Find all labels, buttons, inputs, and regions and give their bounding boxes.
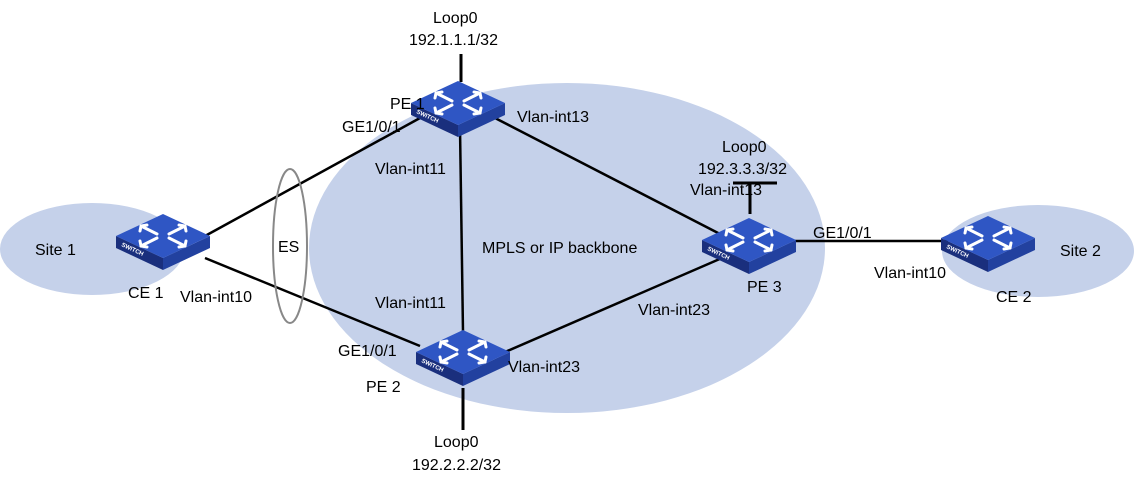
pe1-loopback-name: Loop0: [433, 10, 478, 27]
pe3-label: PE 3: [747, 279, 782, 296]
ce1-label: CE 1: [128, 285, 164, 302]
site1-label: Site 1: [35, 242, 76, 259]
ce2-label: CE 2: [996, 289, 1032, 306]
pe1-vlan13-label: Vlan-int13: [517, 109, 589, 126]
pe3-vlan23-label: Vlan-int23: [638, 302, 710, 319]
pe2-loopback-ip: 192.2.2.2/32: [412, 457, 501, 474]
pe1-label: PE 1: [390, 96, 425, 113]
ce1-vlan10-label: Vlan-int10: [180, 289, 252, 306]
pe2-loopback-name: Loop0: [434, 434, 479, 451]
link-pe1-pe3: [494, 116, 721, 236]
ce2-vlan10-label: Vlan-int10: [874, 265, 946, 282]
pe2-vlan11-label: Vlan-int11: [375, 295, 446, 312]
backbone-label: MPLS or IP backbone: [482, 240, 637, 257]
site2-label: Site 2: [1060, 243, 1101, 260]
pe2-vlan23-label: Vlan-int23: [508, 359, 580, 376]
es-ring: [272, 168, 308, 324]
pe1-loopback-ip: 192.1.1.1/32: [409, 32, 498, 49]
pe1-ge-label: GE1/0/1: [342, 119, 401, 136]
es-label: ES: [278, 239, 299, 256]
pe3-loopback-name: Loop0: [722, 139, 767, 156]
pe3-ge-label: GE1/0/1: [813, 225, 872, 242]
pe1-vlan11-label: Vlan-int11: [375, 161, 446, 178]
pe2-label: PE 2: [366, 379, 401, 396]
backbone-cloud: [309, 83, 825, 413]
link-pe1-pe2: [458, 127, 465, 333]
link-ce1-pe1: [204, 116, 421, 238]
pe3-loopback-ip: 192.3.3.3/32: [698, 161, 787, 178]
pe2-ge-label: GE1/0/1: [338, 343, 397, 360]
link-ce1-pe2: [204, 256, 421, 348]
pe3-vlan13-label: Vlan-int13: [690, 182, 762, 199]
link-pe2-pe3: [504, 256, 723, 354]
